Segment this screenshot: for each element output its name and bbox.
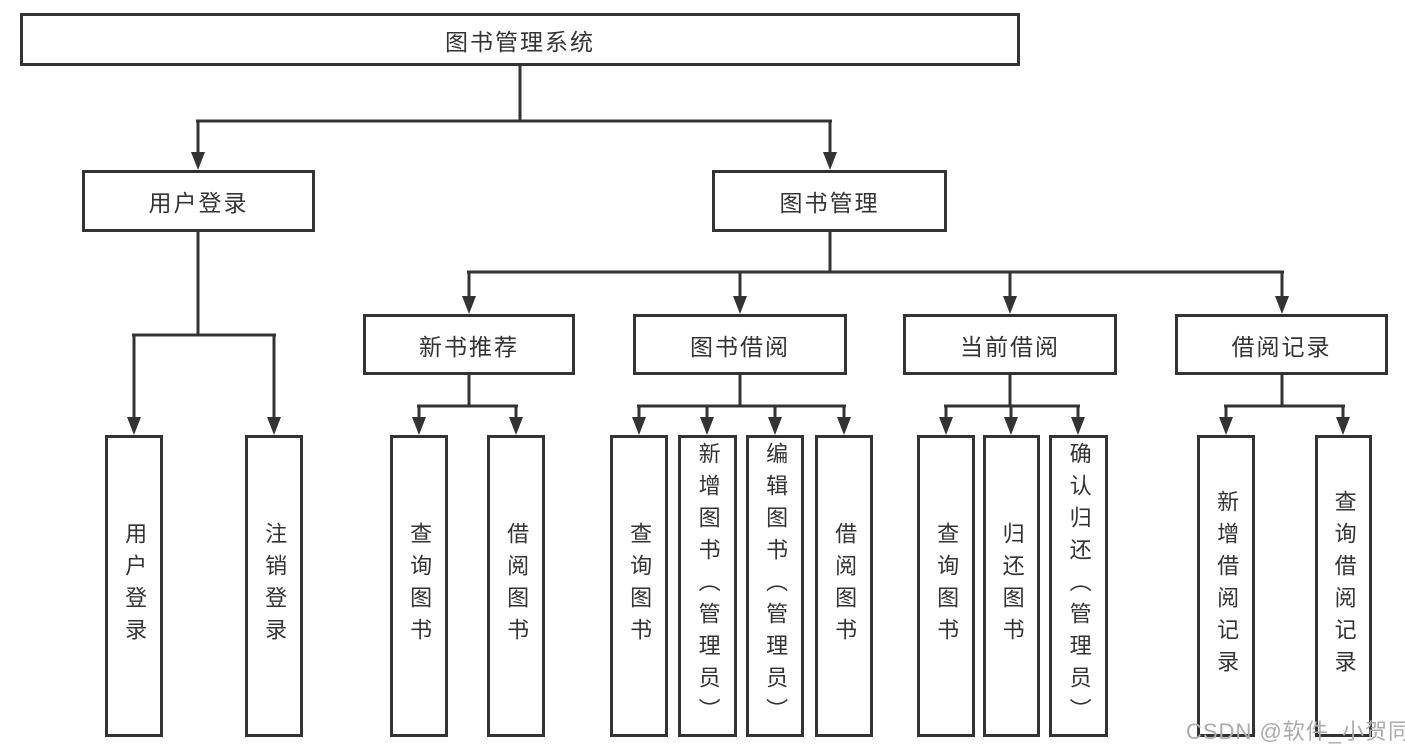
node-label: 图书借阅	[690, 333, 790, 360]
node-book-management: 图书管理	[712, 170, 947, 232]
node-label: 新增借阅记录	[1214, 490, 1240, 682]
leaf-add-books-admin: 新增图书（管理员）	[678, 435, 737, 737]
node-label: 归还图书	[999, 522, 1025, 650]
leaf-add-borrow-record: 新增借阅记录	[1197, 435, 1255, 737]
node-label: 编辑图书（管理员）	[763, 442, 789, 730]
node-label: 确认归还（管理员）	[1066, 442, 1092, 730]
leaf-edit-books-admin: 编辑图书（管理员）	[746, 435, 804, 737]
node-label: 新书推荐	[419, 333, 519, 360]
leaf-query-borrow-record: 查询借阅记录	[1315, 435, 1372, 737]
node-label: 图书管理	[779, 190, 880, 216]
node-borrowing-records: 借阅记录	[1175, 314, 1388, 375]
node-label: 注销登录	[262, 522, 288, 650]
csdn-watermark: CSDN @软件_小贺同学	[1186, 719, 1405, 744]
leaf-user-login: 用户登录	[105, 435, 163, 737]
node-label: 用户登录	[148, 190, 249, 216]
node-label: 用户登录	[122, 522, 148, 650]
node-label: 查询图书	[627, 522, 653, 650]
node-label: 借阅图书	[504, 522, 530, 650]
leaf-borrow-books-1: 借阅图书	[487, 435, 545, 737]
node-current-borrowing: 当前借阅	[903, 314, 1117, 375]
node-label: 查询图书	[934, 522, 960, 650]
node-label: 查询图书	[407, 522, 433, 650]
node-book-borrowing: 图书借阅	[633, 314, 847, 375]
node-label: 借阅记录	[1231, 333, 1332, 360]
node-root-book-management-system: 图书管理系统	[20, 13, 1020, 66]
leaf-return-books: 归还图书	[983, 435, 1040, 737]
leaf-confirm-return-admin: 确认归还（管理员）	[1049, 435, 1108, 737]
leaf-query-books-2: 查询图书	[610, 435, 668, 737]
node-label: 借阅图书	[832, 522, 858, 650]
node-user-login: 用户登录	[82, 170, 315, 232]
node-label: 新增图书（管理员）	[695, 442, 721, 730]
leaf-logout: 注销登录	[245, 435, 303, 737]
leaf-borrow-books-2: 借阅图书	[815, 435, 873, 737]
node-label: 图书管理系统	[445, 28, 595, 55]
node-new-book-recommendation: 新书推荐	[363, 314, 575, 375]
leaf-query-books-1: 查询图书	[390, 435, 448, 737]
leaf-query-books-3: 查询图书	[917, 435, 975, 737]
node-label: 当前借阅	[960, 333, 1060, 360]
node-label: 查询借阅记录	[1331, 490, 1357, 682]
